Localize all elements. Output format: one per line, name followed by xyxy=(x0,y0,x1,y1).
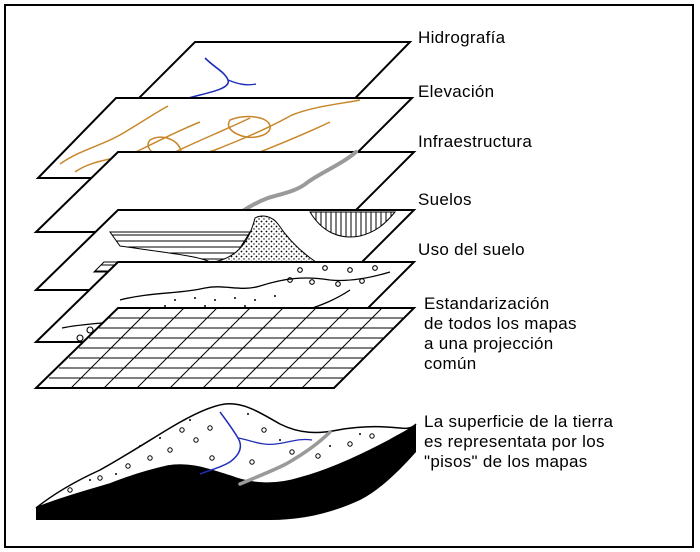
label-hidrografia: Hidrografía xyxy=(418,28,506,47)
diagram-frame xyxy=(4,4,694,548)
terrain-symbols xyxy=(67,425,375,493)
label-estandarizacion-line-3: a una projección xyxy=(424,334,554,353)
label-estandarizacion-line-2: de todos los mapas xyxy=(424,314,577,333)
terrain-river xyxy=(199,411,242,475)
terrain-dots xyxy=(89,413,361,481)
terrain-road xyxy=(238,430,332,486)
terrain-river-branch xyxy=(237,437,313,446)
label-infraestructura: Infraestructura xyxy=(418,132,533,151)
label-superficie-line-3: "pisos" de los mapas xyxy=(424,452,588,471)
landuse-dots xyxy=(164,295,276,307)
label-uso-suelo: Uso del suelo xyxy=(418,240,525,259)
label-estandarizacion-line-4: común xyxy=(424,354,477,373)
river-branch xyxy=(227,79,257,86)
label-estandarizacion-line-1: Estandarización xyxy=(424,294,550,313)
label-elevacion: Elevación xyxy=(418,82,495,101)
label-superficie-line-1: La superficie de la tierra xyxy=(424,412,614,431)
landuse-boundary-1 xyxy=(119,271,391,301)
label-superficie-line-2: es representata por los xyxy=(424,432,605,451)
terrain-surface xyxy=(35,403,417,520)
projection-grid xyxy=(49,307,404,389)
terrain-ground xyxy=(36,424,416,520)
layer-estandarizacion xyxy=(33,307,417,389)
soil-zone-vstripe xyxy=(309,211,397,238)
label-suelos: Suelos xyxy=(418,190,472,209)
terrain-top xyxy=(35,403,417,509)
